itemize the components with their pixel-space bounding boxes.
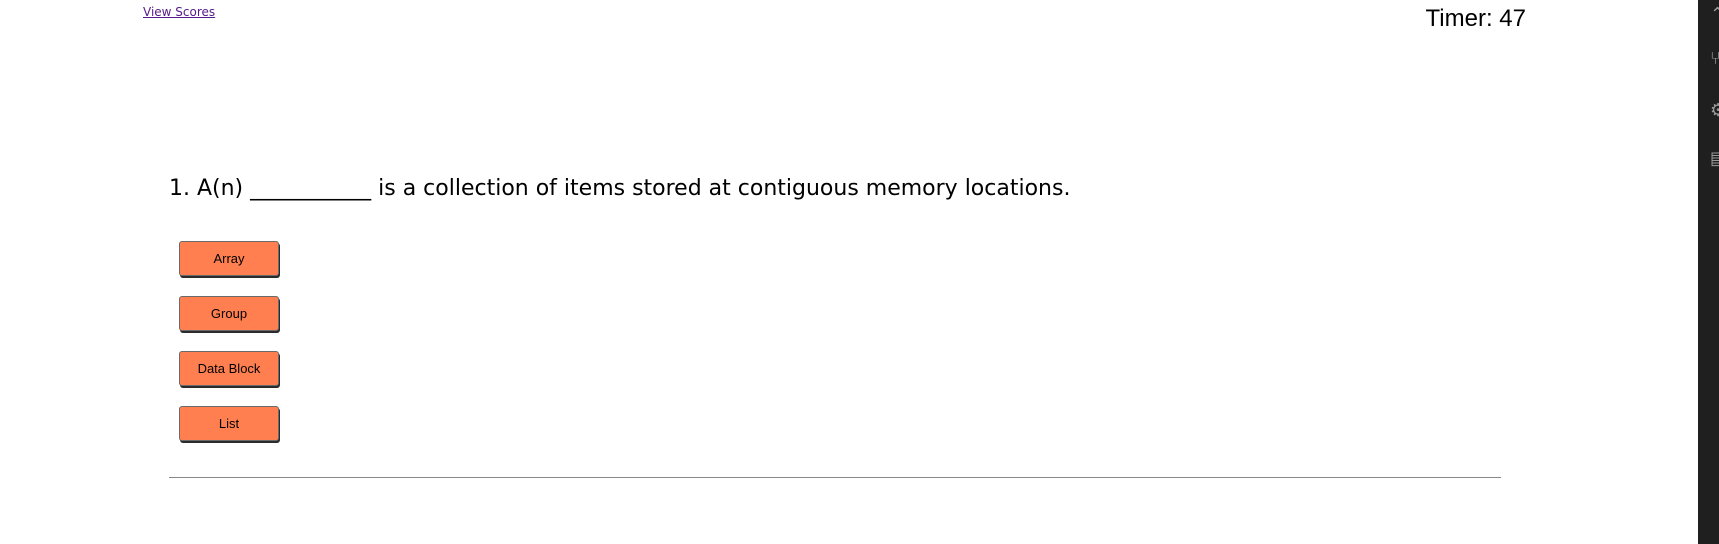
choice-button-data-block[interactable]: Data Block [179,351,279,386]
answer-choices: Array Group Data Block List [179,241,279,461]
debug-icon[interactable]: ⚙ [1710,100,1719,121]
question-text: 1. A(n) ___________ is a collection of i… [169,176,1071,201]
source-control-icon[interactable]: ⑂ [1710,48,1719,69]
chevron-up-icon[interactable]: ⌃ [1710,4,1719,25]
view-scores-link[interactable]: View Scores [143,5,216,19]
extensions-icon[interactable]: ▤ [1710,148,1719,169]
divider [169,477,1501,478]
choice-button-group[interactable]: Group [179,296,279,331]
choice-button-array[interactable]: Array [179,241,279,276]
choice-button-list[interactable]: List [179,406,279,441]
timer-display: Timer: 47 [1425,5,1526,32]
side-panel: ⌃ ⑂ ⚙ ▤ [1698,0,1719,544]
